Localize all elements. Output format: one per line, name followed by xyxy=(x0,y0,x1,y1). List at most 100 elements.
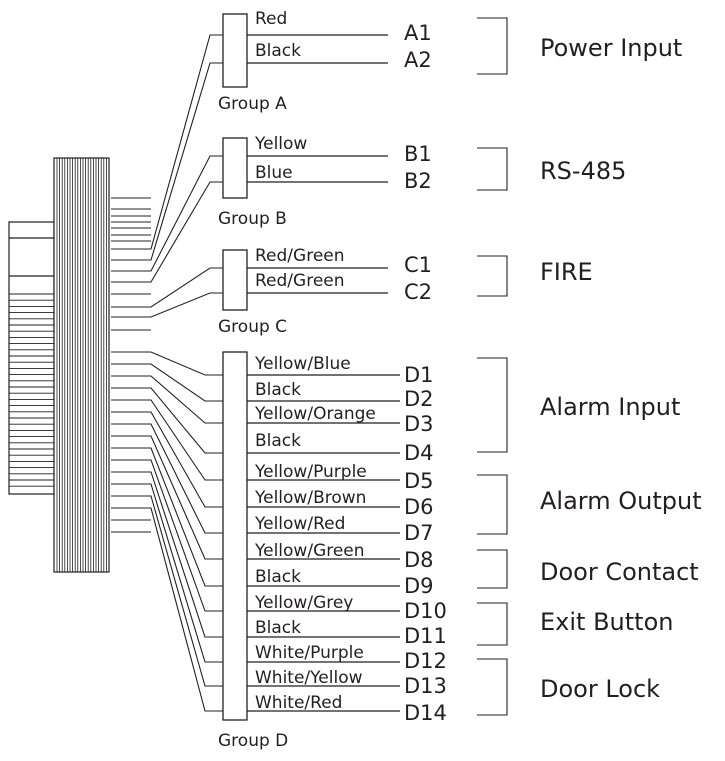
terminal-block xyxy=(222,137,248,199)
wire-d6 xyxy=(111,411,223,508)
bracket xyxy=(477,658,508,716)
wire-color-label: Yellow/Orange xyxy=(254,404,376,424)
wire-color-label: Black xyxy=(255,380,301,400)
wire-color-label: Blue xyxy=(255,163,293,183)
terminal-label: A1 xyxy=(404,21,432,45)
terminal-label: B2 xyxy=(404,169,432,193)
wire-d5 xyxy=(111,399,223,481)
terminal-block xyxy=(222,13,248,88)
wire-color-label: White/Purple xyxy=(255,643,364,663)
wire-color-label: Yellow/Green xyxy=(254,541,365,561)
terminal-label: C2 xyxy=(404,280,432,304)
function-alarm-input: Alarm Input xyxy=(477,357,680,453)
bracket xyxy=(477,255,508,297)
wire-b2 xyxy=(111,181,223,283)
function-label: Door Contact xyxy=(540,558,699,586)
function-fire: FIRE xyxy=(477,255,593,297)
bracket xyxy=(477,357,508,453)
terminal-label: D14 xyxy=(404,701,447,725)
wire-d1 xyxy=(111,351,223,376)
function-door-lock: Door Lock xyxy=(477,658,660,716)
wire-d10 xyxy=(111,459,223,612)
function-label: Power Input xyxy=(540,34,682,62)
wire-c1 xyxy=(111,267,223,308)
wire-color-label: Yellow/Brown xyxy=(254,488,366,508)
function-power-input: Power Input xyxy=(477,17,682,75)
terminal-block xyxy=(222,351,248,721)
terminal-label: D4 xyxy=(404,441,434,465)
terminal-block xyxy=(222,249,248,311)
wire-color-label: White/Red xyxy=(255,693,342,713)
wire-color-label: White/Yellow xyxy=(255,668,363,688)
terminal-label: D6 xyxy=(404,495,434,519)
bracket xyxy=(477,474,508,535)
terminal-label: D8 xyxy=(404,548,434,572)
terminal-label: A2 xyxy=(404,48,432,72)
wire-d11 xyxy=(111,471,223,638)
wire-color-label: Black xyxy=(255,567,301,587)
bracket xyxy=(477,147,508,191)
wire-color-label: Red/Green xyxy=(255,246,345,266)
wire-color-label: Yellow/Grey xyxy=(254,593,353,613)
wire-d4 xyxy=(111,387,223,454)
terminal-label: D11 xyxy=(404,624,447,648)
terminal-label: D2 xyxy=(404,387,434,411)
wire-color-label: Red xyxy=(255,9,287,29)
terminal-label: D12 xyxy=(404,649,447,673)
function-label: FIRE xyxy=(540,258,593,286)
wire-color-label: Yellow/Blue xyxy=(254,354,351,374)
terminal-label: D5 xyxy=(404,469,434,493)
wire-b1 xyxy=(111,155,223,272)
terminal-label: B1 xyxy=(404,142,432,166)
wire-color-label: Black xyxy=(255,618,301,638)
function-rs-485: RS-485 xyxy=(477,147,626,191)
wire-color-label: Black xyxy=(255,431,301,451)
wire-color-label: Yellow/Purple xyxy=(254,462,367,482)
wire-a2 xyxy=(111,62,223,261)
wire-d8 xyxy=(111,435,223,560)
function-label: Alarm Output xyxy=(540,487,702,515)
wire-color-label: Black xyxy=(255,41,301,61)
wire-a1 xyxy=(111,34,223,250)
wire-color-label: Yellow/Red xyxy=(254,514,345,534)
bracket xyxy=(477,17,508,75)
wire-d13 xyxy=(111,495,223,687)
terminal-label: D3 xyxy=(404,412,434,436)
ribbon-block xyxy=(53,157,110,573)
wire-d2 xyxy=(111,363,223,402)
function-label: Exit Button xyxy=(540,608,673,636)
wire-d9 xyxy=(111,447,223,587)
function-label: Door Lock xyxy=(540,675,660,703)
wire-harness xyxy=(111,34,223,712)
terminal-label: D10 xyxy=(404,599,447,623)
connector-body xyxy=(8,157,110,573)
wire-d12 xyxy=(111,483,223,663)
function-label: RS-485 xyxy=(540,157,626,185)
terminal-label: D9 xyxy=(404,574,434,598)
group-label: Group A xyxy=(218,94,287,114)
connector-plate xyxy=(8,221,55,495)
group-label: Group D xyxy=(218,731,288,751)
function-exit-button: Exit Button xyxy=(477,602,673,646)
wire-c2 xyxy=(111,292,223,318)
wire-color-label: Red/Green xyxy=(255,271,345,291)
bracket xyxy=(477,549,508,589)
wire-d7 xyxy=(111,423,223,534)
function-label: Alarm Input xyxy=(540,393,680,421)
wire-color-label: Yellow xyxy=(254,134,307,154)
terminal-label: C1 xyxy=(404,253,432,277)
wire-d14 xyxy=(111,507,223,712)
wire-d3 xyxy=(111,375,223,424)
terminal-label: D1 xyxy=(404,363,434,387)
terminal-label: D7 xyxy=(404,521,434,545)
group-label: Group C xyxy=(218,317,287,337)
terminal-label: D13 xyxy=(404,674,447,698)
function-alarm-output: Alarm Output xyxy=(477,474,702,535)
